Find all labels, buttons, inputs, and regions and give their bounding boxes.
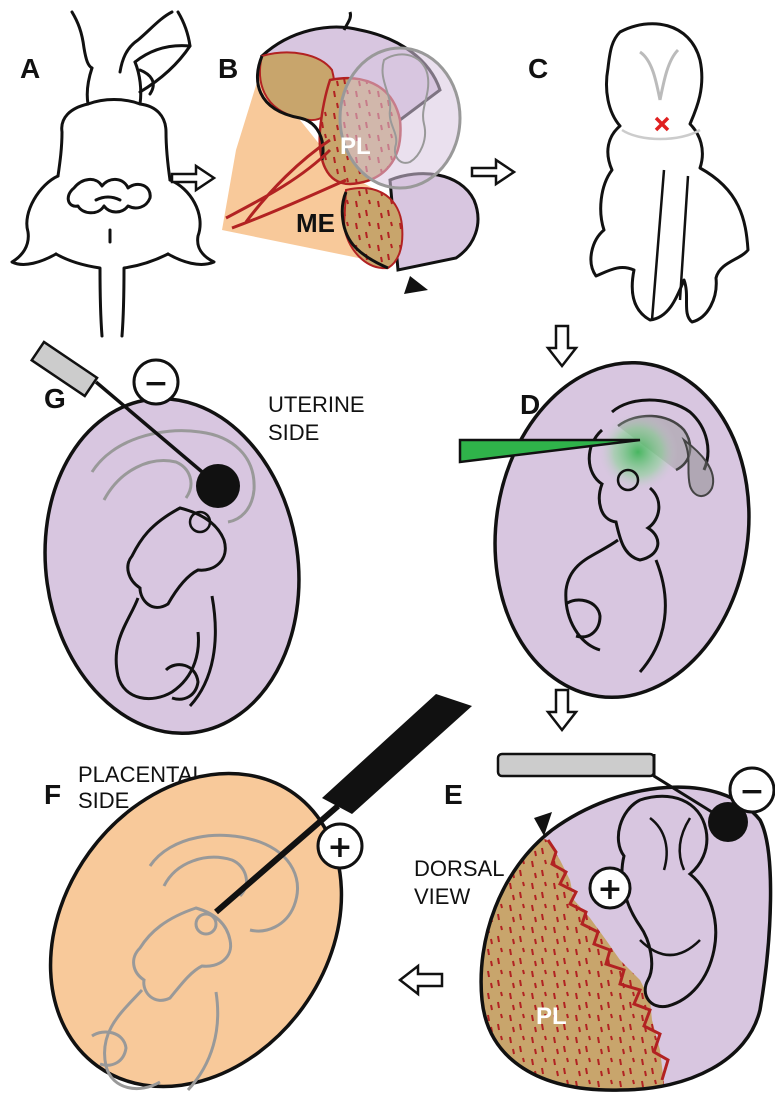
injection-site-marker	[656, 118, 668, 130]
panel-label-c: C	[528, 53, 548, 84]
caption-uterine-line1: UTERINE	[268, 392, 365, 417]
panel-g-uterine-side: G UTERINE SIDE −	[24, 342, 365, 750]
minus-sign-g-label: −	[143, 366, 168, 401]
arrow-b-to-c	[472, 160, 514, 184]
caption-uterine-line2: SIDE	[268, 420, 319, 445]
panel-label-a: A	[20, 53, 40, 84]
minus-sign-e-label: −	[739, 774, 764, 809]
arrowhead-marker-b	[404, 276, 428, 294]
caption-dorsal-line1: DORSAL	[414, 856, 504, 881]
arrow-e-to-f	[400, 966, 442, 994]
caption-placental-line2: SIDE	[78, 788, 129, 813]
arrow-d-to-e	[548, 690, 576, 730]
label-pl-b: PL	[340, 133, 371, 160]
label-me: ME	[296, 208, 335, 238]
panel-label-g: G	[44, 383, 66, 414]
panel-b-uterine-horn: B PL ME	[218, 12, 478, 294]
panel-d-injection: D	[460, 346, 770, 714]
panel-label-b: B	[218, 53, 238, 84]
plus-sign-f-label: +	[327, 830, 352, 865]
embryo-sac-b	[340, 48, 460, 188]
arrow-c-to-d	[548, 326, 576, 366]
arrow-a-to-b	[172, 166, 214, 190]
electrode-handle-e[interactable]	[498, 754, 654, 776]
panel-f-placental-side: F PLACENTAL SIDE +	[0, 694, 472, 1108]
panel-label-e: E	[444, 779, 463, 810]
uterine-sac-d	[474, 346, 770, 714]
panel-c-embryo: C	[528, 24, 748, 322]
panel-e-dorsal-view: E DORSAL VIEW − + PL	[414, 754, 774, 1100]
label-pl-e: PL	[536, 1003, 567, 1030]
panel-label-f: F	[44, 779, 61, 810]
plus-sign-e-label: +	[597, 872, 622, 907]
placental-sac-f	[0, 716, 402, 1108]
caption-dorsal-line2: VIEW	[414, 884, 470, 909]
electrode-tip-g[interactable]	[196, 464, 240, 508]
